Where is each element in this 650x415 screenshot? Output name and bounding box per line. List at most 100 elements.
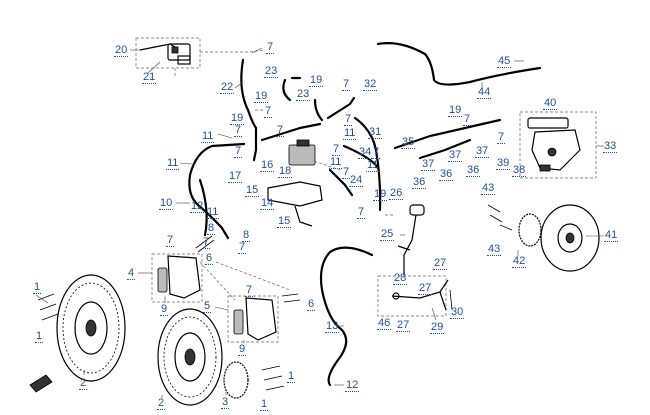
callout-7: 7: [497, 131, 506, 144]
callout-35: 35: [401, 136, 416, 149]
callout-23: 23: [296, 88, 311, 101]
callout-19: 19: [230, 112, 245, 125]
callout-19: 19: [448, 104, 463, 117]
rear-caliper: [519, 111, 597, 179]
callout-19: 19: [373, 188, 388, 201]
leader-lines: [35, 47, 604, 398]
callout-11: 11: [166, 157, 180, 170]
callout-15: 15: [277, 215, 292, 228]
callout-13: 13: [325, 320, 340, 333]
brake-pedal: [377, 275, 449, 317]
callout-19: 19: [254, 90, 269, 103]
front-master-cylinder: [135, 37, 201, 69]
front-caliper-left: [151, 253, 203, 303]
bolts: [37, 204, 513, 391]
callout-7: 7: [166, 234, 175, 247]
callout-41: 41: [604, 229, 619, 242]
callout-16: 16: [260, 159, 275, 172]
abs-bracket: [267, 181, 323, 227]
rear-tone-ring: [518, 213, 542, 247]
callout-7: 7: [342, 166, 351, 179]
callout-28: 28: [393, 272, 408, 285]
callout-1: 1: [35, 330, 44, 343]
callout-33: 33: [603, 140, 618, 153]
callout-7: 7: [266, 41, 275, 54]
callout-37: 37: [475, 145, 490, 158]
callout-6: 6: [205, 252, 214, 265]
callout-27: 27: [396, 319, 411, 332]
callout-44: 44: [477, 86, 492, 99]
callout-7: 7: [264, 105, 273, 118]
callout-39: 39: [496, 157, 511, 170]
sensor-cable-bottom: [319, 246, 374, 387]
front-direction-arrow: [29, 374, 53, 393]
callout-32: 32: [363, 78, 378, 91]
callout-14: 14: [260, 197, 275, 210]
callout-7: 7: [357, 206, 366, 219]
callout-1: 1: [287, 370, 296, 383]
callout-37: 37: [421, 158, 436, 171]
callout-11: 11: [206, 206, 220, 219]
callout-18: 18: [278, 165, 293, 178]
callout-7: 7: [245, 284, 254, 297]
callout-36: 36: [412, 176, 427, 189]
callout-27: 27: [433, 257, 448, 270]
callout-43: 43: [481, 182, 496, 195]
callout-2: 2: [157, 397, 166, 410]
callout-3: 3: [221, 396, 230, 409]
callout-4: 4: [127, 267, 136, 280]
callout-11: 11: [366, 159, 380, 172]
callout-22: 22: [220, 81, 235, 94]
callout-9: 9: [238, 343, 247, 356]
front-disc-left: [56, 274, 126, 382]
front-disc-right: [157, 308, 223, 406]
callout-7: 7: [372, 146, 381, 159]
callout-6: 6: [307, 298, 316, 311]
callout-24: 24: [349, 174, 364, 187]
sensor-cable-top: [376, 42, 542, 86]
callout-36: 36: [466, 164, 481, 177]
callout-19: 19: [309, 74, 324, 87]
abs-tone-ring: [223, 361, 249, 399]
callout-7: 7: [276, 124, 285, 137]
callout-27: 27: [418, 282, 433, 295]
rear-disc: [540, 204, 600, 272]
abs-unit: [288, 139, 316, 166]
callout-7: 7: [202, 236, 211, 249]
callout-45: 45: [497, 55, 512, 68]
callout-7: 7: [332, 143, 341, 156]
callout-5: 5: [203, 300, 212, 313]
callout-8: 8: [207, 222, 216, 235]
callout-7: 7: [344, 113, 353, 126]
callout-11: 11: [201, 130, 215, 143]
callout-36: 36: [439, 168, 454, 181]
callout-15: 15: [245, 184, 260, 197]
callout-12: 12: [190, 200, 205, 213]
callout-8: 8: [242, 229, 251, 242]
callout-17: 17: [228, 170, 243, 183]
callout-1: 1: [260, 398, 269, 411]
rear-master-cylinder: [397, 204, 425, 275]
brake-hoses-front: [188, 58, 382, 240]
callout-34: 34: [358, 146, 373, 159]
callout-21: 21: [142, 71, 157, 84]
rear-brake-pipe: [393, 118, 502, 150]
callout-40: 40: [543, 97, 558, 110]
callout-26: 26: [389, 187, 404, 200]
callout-7: 7: [463, 113, 472, 126]
callout-25: 25: [380, 228, 395, 241]
callout-7: 7: [238, 241, 247, 254]
callout-20: 20: [114, 44, 129, 57]
callout-1: 1: [33, 281, 42, 294]
callout-11: 11: [343, 127, 357, 140]
callout-38: 38: [512, 164, 527, 177]
callout-23: 23: [264, 65, 279, 78]
callout-29: 29: [430, 321, 445, 334]
callout-10: 10: [159, 197, 174, 210]
callout-46: 46: [377, 317, 392, 330]
callout-9: 9: [160, 303, 169, 316]
callout-37: 37: [448, 149, 463, 162]
callout-42: 42: [512, 255, 527, 268]
